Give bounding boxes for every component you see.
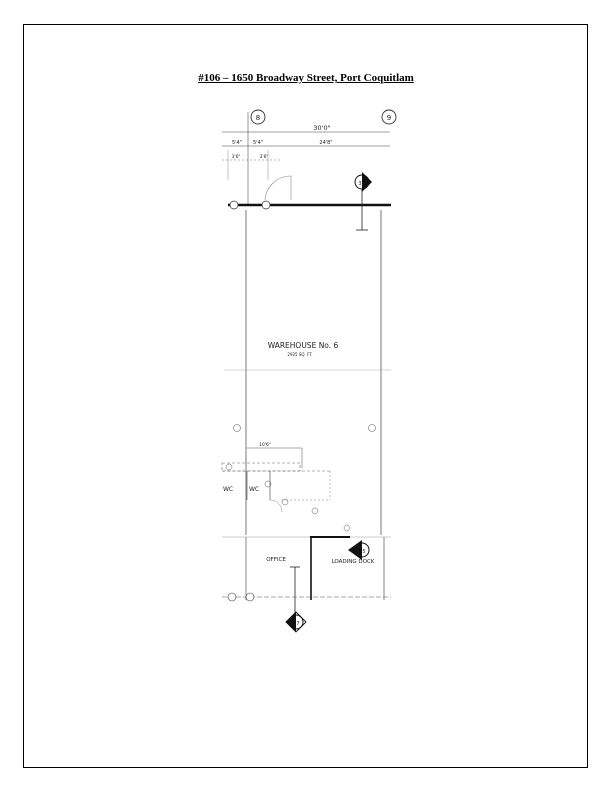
office-label: OFFICE — [266, 557, 286, 563]
page-title: #106 – 1650 Broadway Street, Port Coquit… — [198, 72, 414, 84]
grid-label-left: 8 — [256, 114, 260, 122]
section-arrow-mid — [348, 540, 362, 560]
seg-c-dim: 24'8" — [319, 140, 332, 146]
sub-a-dim: 3'6" — [231, 154, 240, 160]
section-arrow-bottom — [286, 612, 296, 632]
column-marker-3 — [227, 592, 237, 602]
column-marker-1 — [229, 200, 239, 210]
loading-dock-label: LOADING DOCK — [332, 559, 375, 565]
wc-label-1: WC — [223, 486, 233, 493]
section-marker-bottom-label: 7 — [296, 621, 299, 627]
warehouse-area: 2925 SQ. FT. — [287, 352, 312, 357]
wc-marker-2 — [264, 480, 272, 488]
loading-marker — [343, 524, 351, 532]
page-border — [23, 24, 588, 768]
seg-b-dim: 5'4" — [253, 140, 263, 146]
office-wall-marker — [311, 507, 319, 515]
column-marker-2 — [261, 200, 271, 210]
sub-b-dim: 3'6" — [259, 154, 268, 160]
wc-marker-1 — [225, 463, 233, 471]
warehouse-label: WAREHOUSE No. 6 — [268, 341, 339, 350]
grid-bubble-left — [250, 109, 266, 125]
grid-bubble-right — [381, 109, 397, 125]
section-arrow-top — [362, 172, 372, 192]
callout-east — [368, 424, 376, 432]
callout-west — [233, 424, 241, 432]
corridor-marker — [281, 498, 289, 506]
wc-door-swing — [269, 499, 283, 513]
wc-label-2: WC — [249, 486, 259, 493]
seg-a-dim: 5'4" — [232, 140, 242, 146]
section-marker-mid-label: 5 — [362, 549, 365, 555]
washroom-header — [221, 462, 301, 472]
section-marker-top-label: 3 — [358, 181, 361, 187]
washroom-dim: 10'6" — [259, 442, 271, 448]
grid-label-right: 9 — [387, 114, 391, 122]
section-diamond-bottom — [285, 611, 307, 633]
overall-dim: 30'0" — [313, 124, 330, 132]
door-swing-upper — [264, 175, 292, 201]
column-marker-4 — [245, 592, 255, 602]
